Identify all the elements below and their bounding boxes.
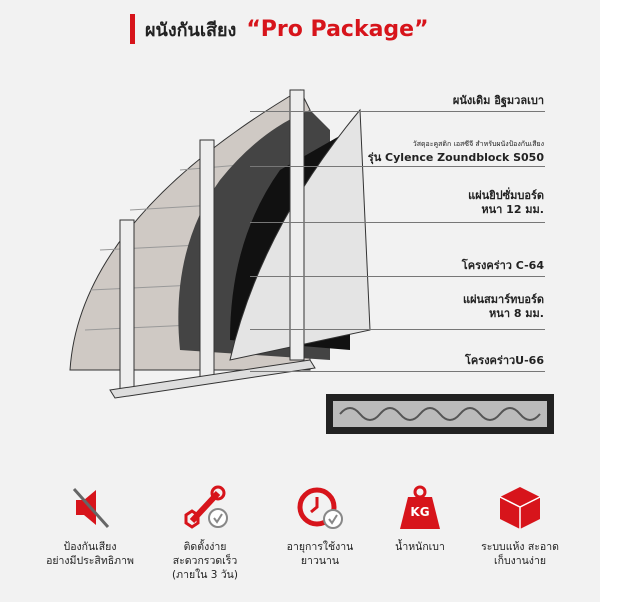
title-thai: ผนังกันเสียง (145, 19, 237, 41)
feature-long-life: อายุการใช้งานยาวนาน (265, 485, 375, 568)
label-u66-track: โครงคร่าวU-66 (465, 354, 544, 368)
feature-text: เก็บงานง่าย (494, 555, 546, 567)
feature-text: ระบบแห้ง สะอาด (481, 541, 559, 553)
feature-soundproof: ป้องกันเสียงอย่างมีประสิทธิภาพ (35, 485, 145, 568)
feature-text: ยาวนาน (300, 555, 340, 567)
feature-lightweight: KG น้ำหนักเบา (365, 485, 475, 554)
feature-text: อายุการใช้งาน (286, 541, 354, 553)
label-smartboard: แผ่นสมาร์ทบอร์ดหนา 8 มม. (463, 293, 544, 321)
label-gypsum-board: แผ่นยิปซั่มบอร์ดหนา 12 มม. (468, 189, 544, 217)
leader-line (250, 166, 545, 167)
label-text: แผ่นยิปซั่มบอร์ด (468, 189, 544, 202)
feature-text: น้ำหนักเบา (395, 541, 445, 553)
leader-line (250, 111, 545, 112)
feature-text: ติดตั้งง่าย (183, 541, 227, 553)
feature-text: อย่างมีประสิทธิภาพ (46, 555, 134, 567)
box-icon (499, 487, 540, 529)
c-stud (119, 219, 135, 391)
mute-speaker-icon (72, 487, 109, 529)
label-text: โครงคร่าวU-66 (465, 354, 544, 367)
weight-badge-text: KG (410, 505, 430, 519)
label-original-wall: ผนังเดิม อิฐมวลเบา (453, 94, 544, 108)
feature-text: ป้องกันเสียง (63, 541, 117, 553)
c-stud (289, 89, 305, 361)
feature-text: สะดวกรวดเร็ว (172, 555, 238, 567)
label-text: หนา 8 มม. (489, 307, 544, 320)
label-text: โครงคร่าว C-64 (461, 259, 544, 272)
page-title: ผนังกันเสียง “Pro Package” (130, 14, 429, 44)
c-stud (199, 139, 215, 381)
leader-line (250, 276, 545, 277)
leader-line (250, 222, 545, 223)
feature-dry-clean: ระบบแห้ง สะอาดเก็บงานง่าย (465, 485, 575, 568)
u-track (109, 359, 316, 399)
label-subtext: วัสดุอะคูสติก เอสซีจี สำหรับผนังป้องกันเ… (412, 140, 544, 148)
feature-easy-install: ติดตั้งง่ายสะดวกรวดเร็ว (ภายใน 3 วัน) (150, 485, 260, 582)
label-c64-stud: โครงคร่าว C-64 (462, 259, 544, 273)
wall-cross-section-illustration (69, 89, 371, 399)
label-text: หนา 12 มม. (481, 203, 544, 216)
weight-icon: KG (398, 485, 443, 530)
leader-line (250, 329, 545, 330)
feature-text: (ภายใน 3 วัน) (172, 569, 238, 581)
label-text: แผ่นสมาร์ทบอร์ด (463, 293, 544, 306)
label-acoustic-material: วัสดุอะคูสติก เอสซีจี สำหรับผนังป้องกันเ… (368, 137, 544, 165)
wall-section-detail (326, 394, 554, 434)
clock-check-icon (297, 487, 343, 529)
wrench-check-icon (184, 485, 228, 529)
label-text: ผนังเดิม อิฐมวลเบา (452, 94, 544, 107)
label-text: รุ่น Cylence Zoundblock S050 (367, 151, 544, 164)
leader-line (250, 371, 545, 372)
title-accent-bar (130, 14, 135, 44)
title-english: “Pro Package” (246, 16, 429, 42)
